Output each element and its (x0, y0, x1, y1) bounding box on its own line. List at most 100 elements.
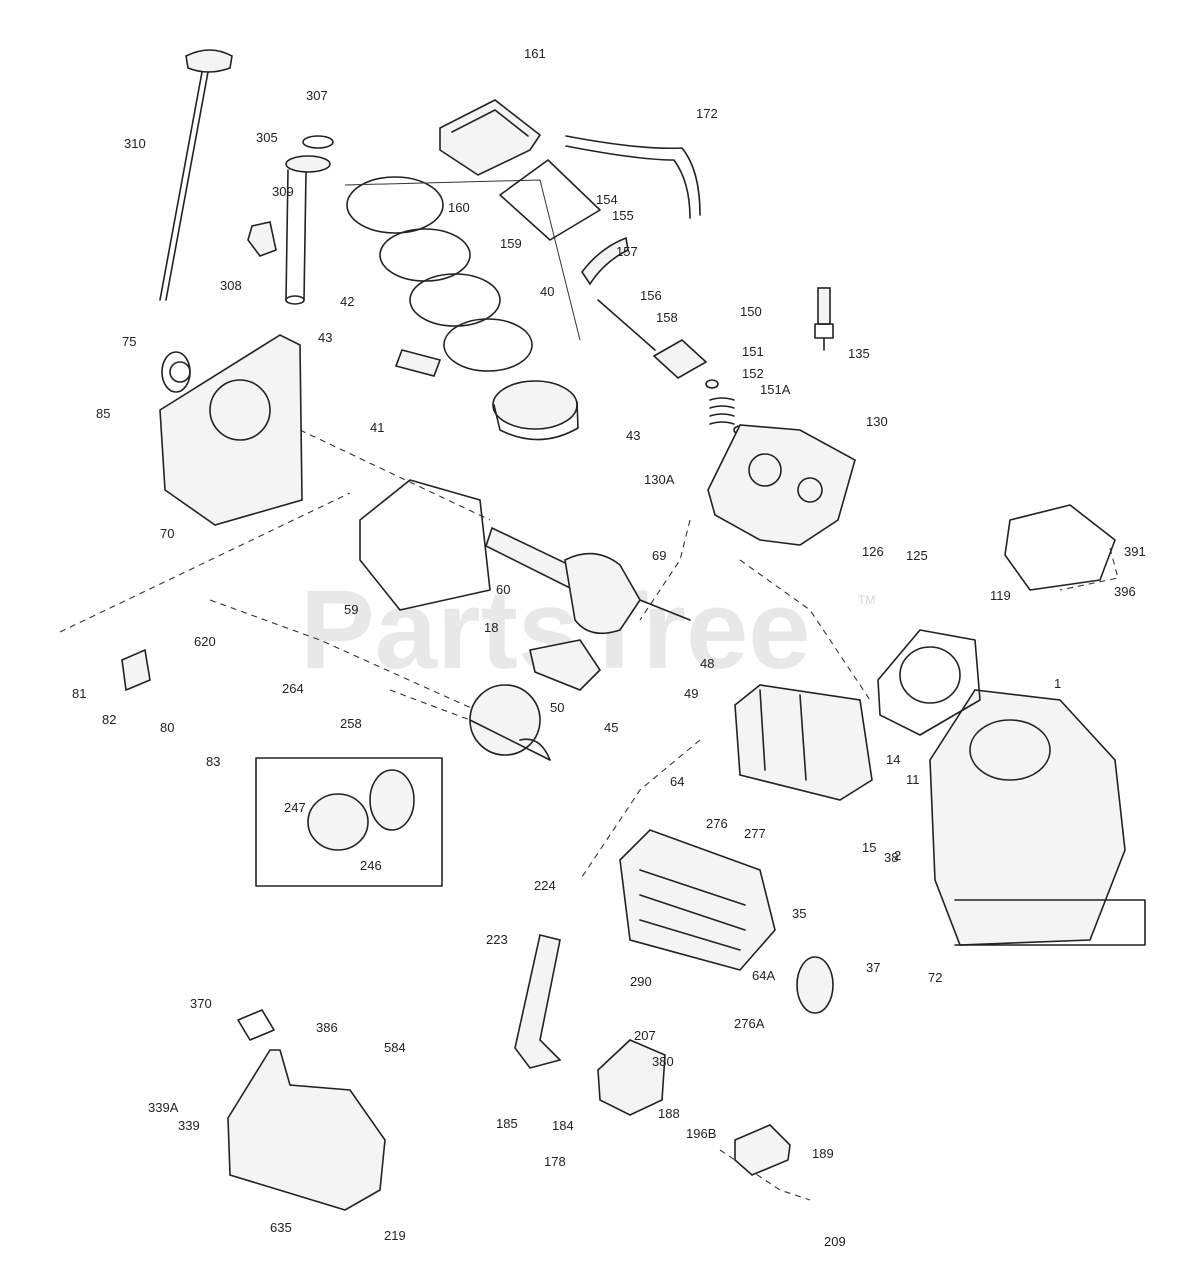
callout-label-157: 157 (616, 244, 638, 259)
callout-label-18: 18 (484, 620, 498, 635)
callout-label-70: 70 (160, 526, 174, 541)
callout-label-15: 15 (862, 840, 876, 855)
callout-label-209: 209 (824, 1234, 846, 1249)
crankcase-gasket-part (359, 479, 491, 611)
callout-label-224: 224 (534, 878, 556, 893)
callout-label-247: 247 (284, 800, 306, 815)
callout-label-49: 49 (684, 686, 698, 701)
callout-label-307: 307 (306, 88, 328, 103)
piston-part (394, 349, 579, 441)
callout-label-38: 38 (884, 850, 898, 865)
callout-label-339: 339 (178, 1118, 200, 1133)
callout-label-152: 152 (742, 366, 764, 381)
valve-cover-gasket-part (499, 159, 601, 241)
shroud-part (227, 1049, 386, 1211)
rocker-arm-part (581, 236, 629, 286)
callout-label-185: 185 (496, 1116, 518, 1131)
blower-housing-part (619, 829, 776, 971)
callout-label-119: 119 (990, 588, 1011, 603)
guide-plate-part (652, 339, 708, 379)
bracket-189-part (734, 1124, 791, 1176)
crankshaft-part (485, 526, 691, 635)
callout-label-158: 158 (656, 310, 678, 325)
callout-label-380: 380 (652, 1054, 674, 1069)
piston-rings-part (344, 176, 581, 372)
callout-label-60: 60 (496, 582, 510, 597)
callout-label-635: 635 (270, 1220, 292, 1235)
callout-label-309: 309 (272, 184, 294, 199)
assembly-guide-lines (59, 429, 1119, 1201)
callout-label-64: 64 (670, 774, 684, 789)
callout-label-83: 83 (206, 754, 220, 769)
spark-plug-part (814, 287, 834, 351)
camshaft-part (469, 684, 551, 761)
breather-ring-part (796, 956, 834, 1014)
callout-label-72: 72 (928, 970, 942, 985)
callout-label-42: 42 (340, 294, 354, 309)
carburetor-part (597, 1039, 666, 1116)
connecting-rod-part (529, 639, 602, 691)
dipstick-part (159, 49, 233, 301)
callout-label-159: 159 (500, 236, 522, 251)
callout-label-584: 584 (384, 1040, 406, 1055)
callout-label-130: 130 (866, 414, 888, 429)
callout-label-155: 155 (612, 208, 634, 223)
callout-label-85: 85 (96, 406, 110, 421)
oil-pump-part (121, 648, 151, 692)
callout-label-246: 246 (360, 858, 382, 873)
cylinder-head-part (707, 424, 856, 546)
push-rod-part (597, 299, 656, 351)
callout-label-339a: 339A (148, 1100, 179, 1115)
valve-cover-part (439, 99, 542, 176)
callout-label-43a: 43 (318, 330, 332, 345)
cover-plate-part (1004, 504, 1116, 591)
callout-label-11: 11 (906, 772, 920, 787)
callout-label-207: 207 (634, 1028, 656, 1043)
trademark-symbol: TM (858, 593, 875, 607)
callout-label-264: 264 (282, 681, 304, 696)
oil-seal-part (169, 361, 191, 383)
callout-label-156: 156 (640, 288, 662, 303)
callout-label-305: 305 (256, 130, 278, 145)
crankcase-cover-part (159, 334, 303, 526)
callout-label-370: 370 (190, 996, 212, 1011)
callout-label-1: 1 (1054, 676, 1061, 691)
callout-label-37: 37 (866, 960, 880, 975)
callout-label-126: 126 (862, 544, 884, 559)
oil-fill-tube-part (285, 135, 334, 305)
callout-label-14: 14 (886, 752, 900, 767)
callout-label-125: 125 (906, 548, 928, 563)
callout-label-48: 48 (700, 656, 714, 671)
callout-label-196b: 196B (686, 1126, 716, 1141)
callout-label-308: 308 (220, 278, 242, 293)
governor-inset-box (255, 757, 443, 887)
callout-label-258: 258 (340, 716, 362, 731)
callout-label-310: 310 (124, 136, 146, 151)
callout-label-2: 2 (894, 848, 901, 863)
callout-label-290: 290 (630, 974, 652, 989)
decal-part (237, 1009, 275, 1041)
callout-label-45: 45 (604, 720, 618, 735)
callout-label-75: 75 (122, 334, 136, 349)
engine-block-part (929, 689, 1146, 946)
tube-bracket-part (247, 221, 277, 257)
callout-label-151a: 151A (760, 382, 791, 397)
callout-label-276: 276 (706, 816, 728, 831)
callout-label-59: 59 (344, 602, 358, 617)
callout-label-81: 81 (72, 686, 86, 701)
callout-label-82: 82 (102, 712, 116, 727)
callout-label-69: 69 (652, 548, 666, 563)
callout-label-391: 391 (1124, 544, 1146, 559)
callout-label-130a: 130A (644, 472, 675, 487)
callout-label-219: 219 (384, 1228, 406, 1243)
air-cleaner-part (734, 684, 873, 801)
callout-label-277: 277 (744, 826, 766, 841)
callout-label-41: 41 (370, 420, 384, 435)
callout-label-620: 620 (194, 634, 216, 649)
callout-label-188: 188 (658, 1106, 680, 1121)
callout-label-50: 50 (550, 700, 564, 715)
callout-label-184: 184 (552, 1118, 574, 1133)
callout-label-150: 150 (740, 304, 762, 319)
callout-label-386: 386 (316, 1020, 338, 1035)
